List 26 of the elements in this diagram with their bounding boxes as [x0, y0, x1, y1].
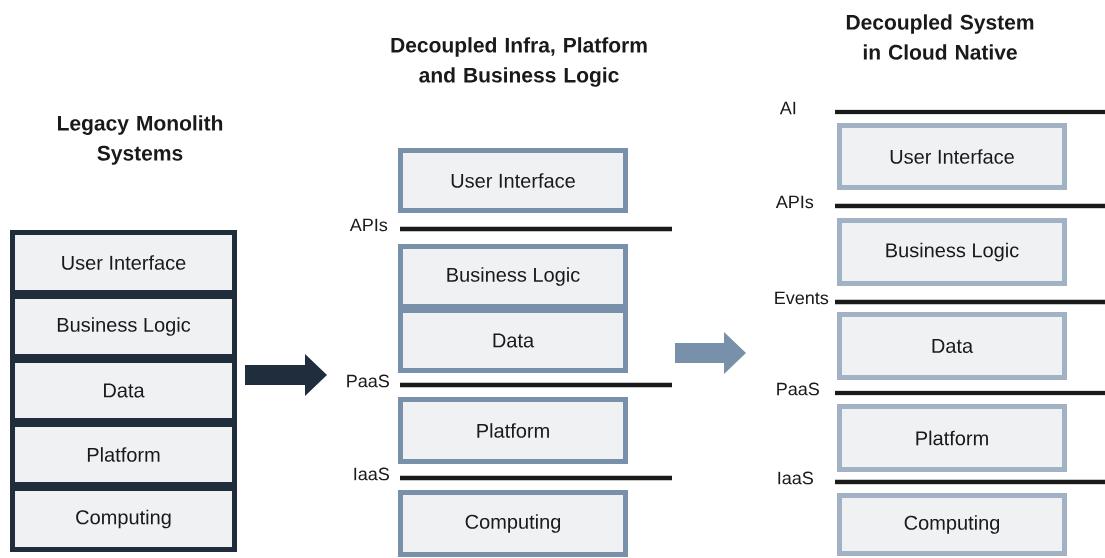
layer-box: Business Logic — [398, 244, 628, 309]
layer-label: APIs — [775, 195, 814, 209]
layer-box: Platform — [10, 422, 237, 487]
layer-label: IaaS — [778, 471, 813, 485]
layer-label: APIs — [349, 218, 388, 232]
layer-label: PaaS — [347, 374, 389, 388]
layer-label: PaaS — [777, 382, 819, 396]
column-title: Decoupled System in Cloud Native — [846, 14, 1034, 60]
column-title: Decoupled Infra, Platform and Business Logic — [391, 37, 647, 87]
layer-box: Computing — [837, 493, 1067, 556]
layer-box: Platform — [837, 404, 1067, 472]
layer-box: Platform — [398, 397, 628, 464]
layer-box: Business Logic — [10, 294, 237, 359]
layer-label: Events — [775, 291, 829, 305]
layer-box: Computing — [398, 490, 628, 557]
layer-box: Data — [837, 312, 1067, 380]
layer-box: User Interface — [10, 230, 237, 295]
layer-box: Data — [398, 308, 628, 373]
layer-label: AI — [779, 101, 796, 115]
layer-box: Computing — [10, 486, 237, 552]
layer-box: Data — [10, 358, 237, 423]
column-title: Legacy Monolith Systems — [58, 115, 223, 165]
layer-label: IaaS — [354, 467, 389, 481]
layer-box: User Interface — [398, 148, 628, 213]
layer-box: Business Logic — [837, 218, 1067, 286]
layer-box: User Interface — [837, 123, 1067, 190]
